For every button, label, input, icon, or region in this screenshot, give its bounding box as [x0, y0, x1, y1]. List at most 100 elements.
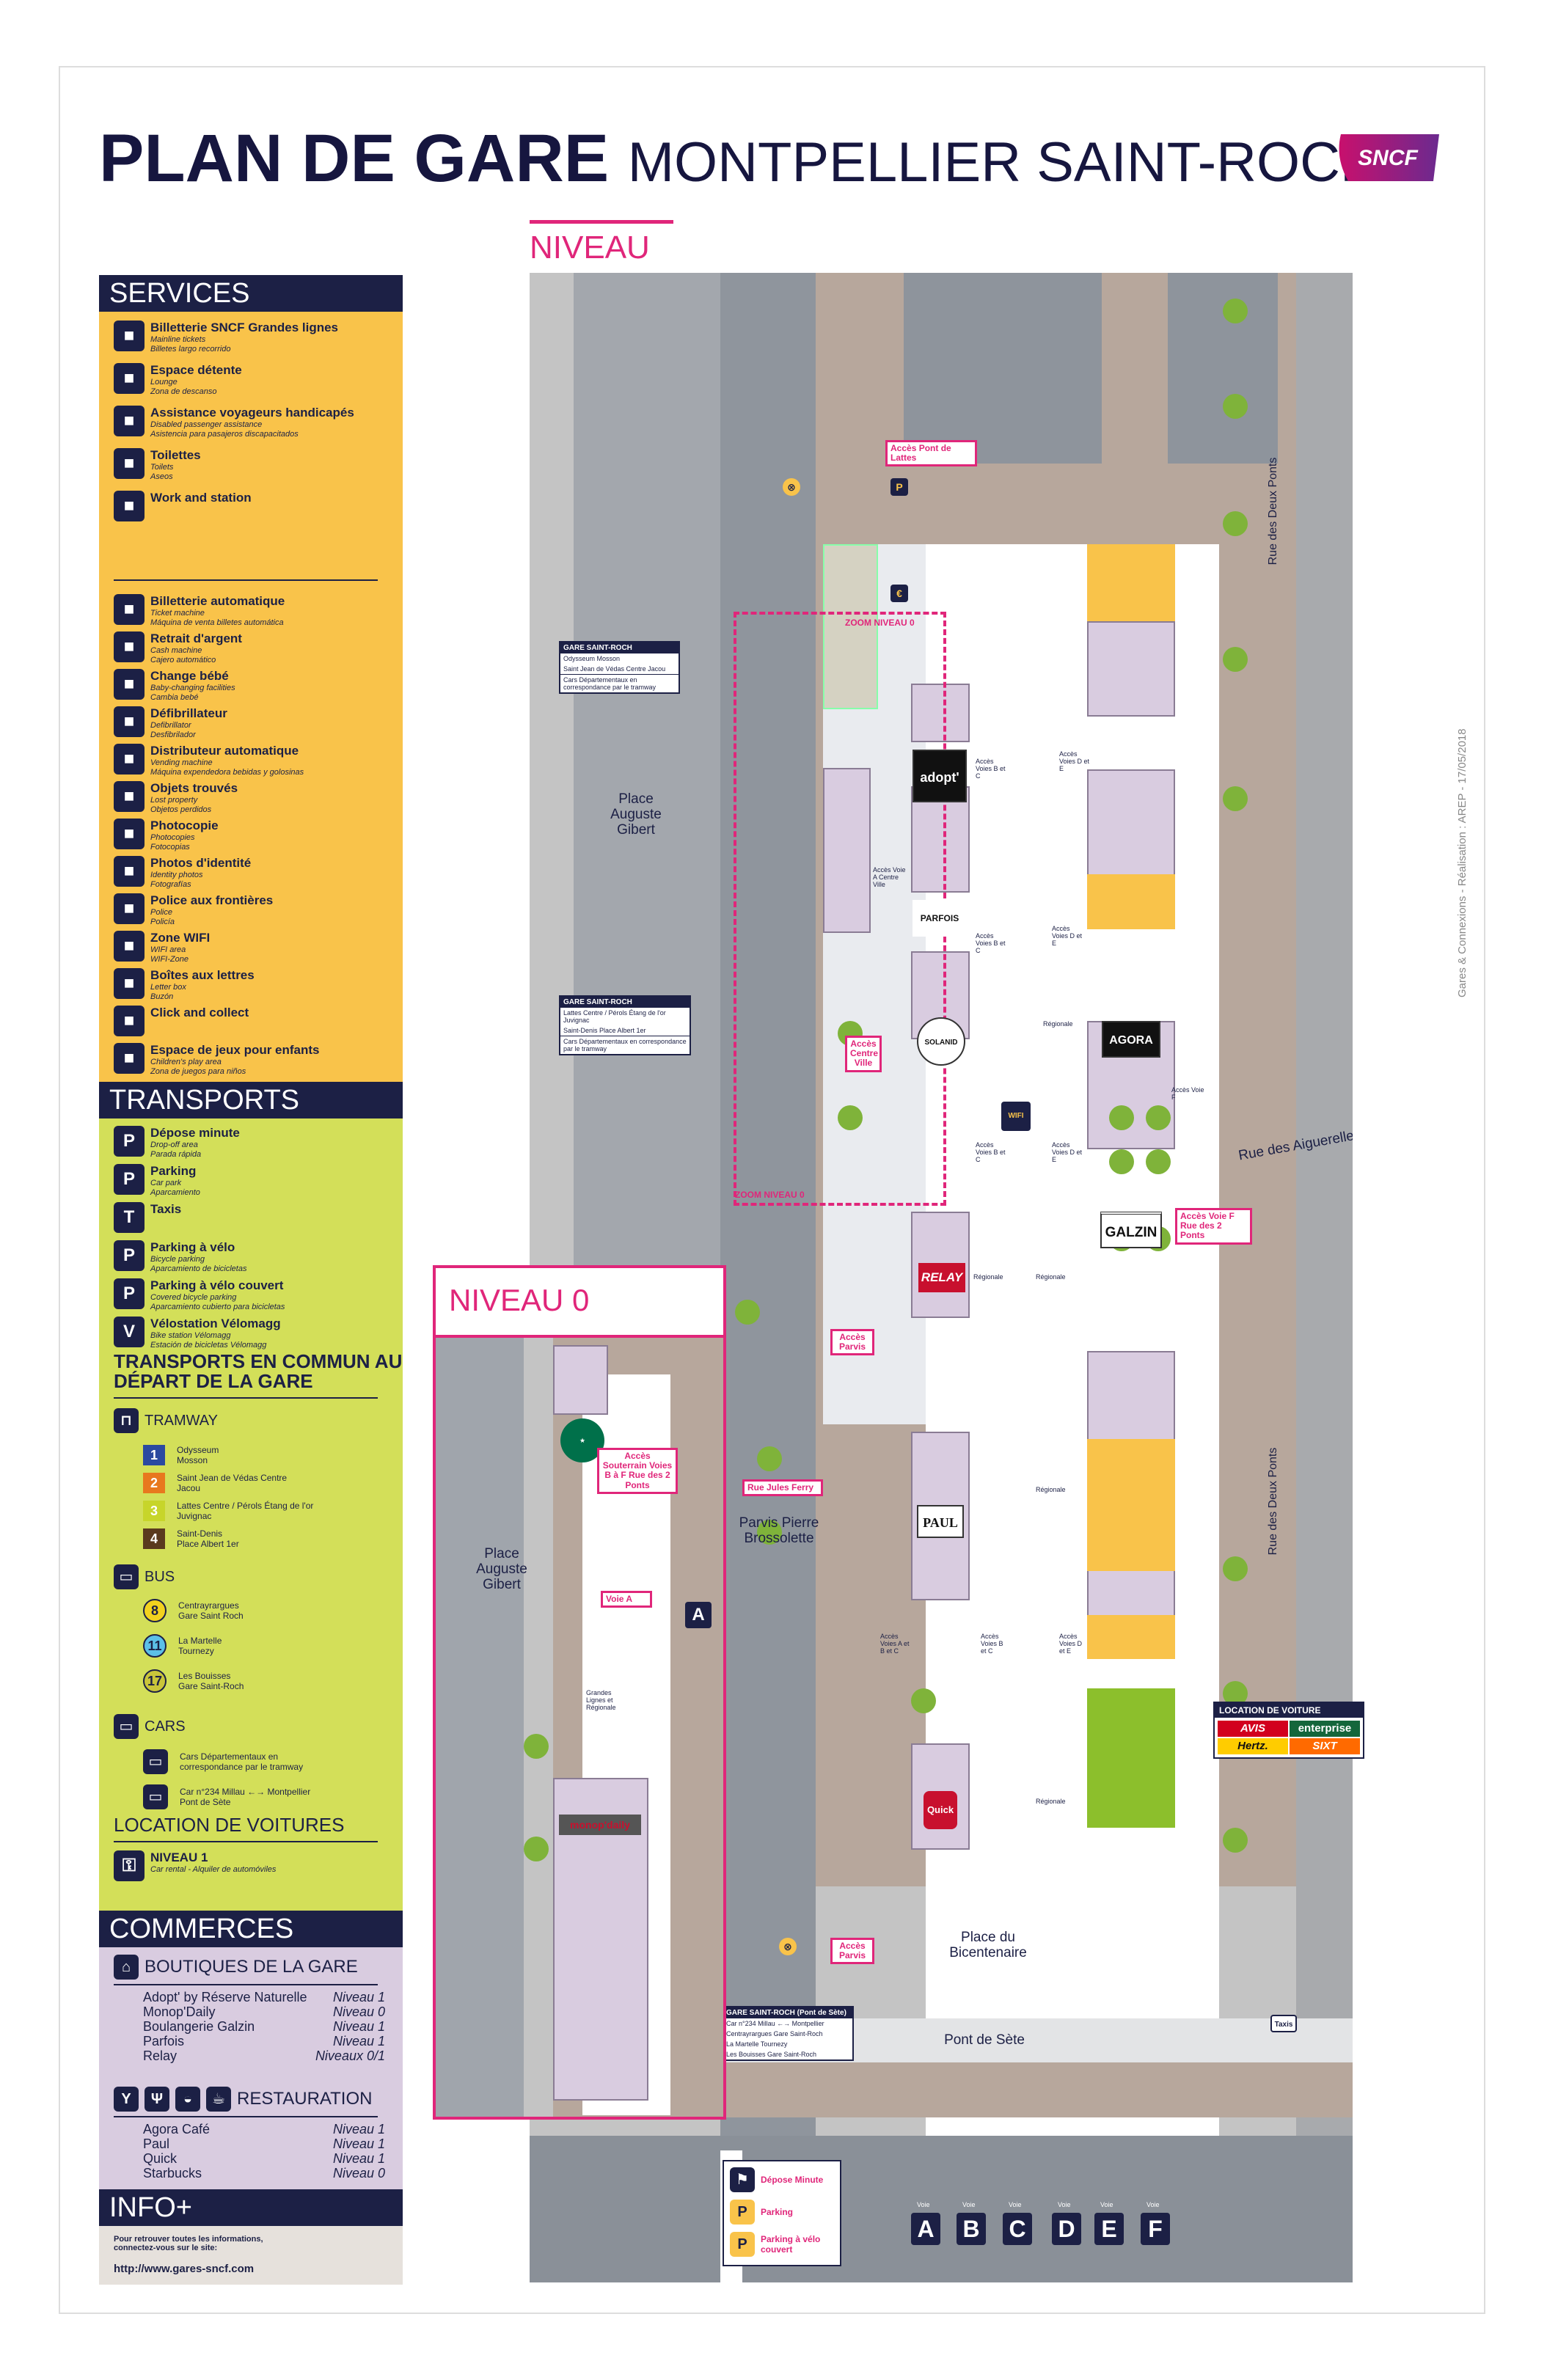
track-d: D	[1052, 2213, 1081, 2245]
wifi-icon: WIFI	[1001, 1102, 1031, 1131]
coffee-icon: ☕	[206, 2087, 231, 2112]
tram-line-badge: 4	[143, 1528, 165, 1549]
cars-heading: ▭CARS	[114, 1714, 186, 1739]
taxi-icon: Taxis	[1270, 2015, 1297, 2032]
service-icon: ■	[114, 363, 145, 394]
rue-deux-ponts-label-2: Rue des Deux Ponts	[1267, 1447, 1279, 1556]
service-icon: ■	[114, 893, 145, 924]
main-concourse	[926, 544, 1219, 2158]
tram-heading: ⊓TRAMWAY	[114, 1408, 218, 1433]
tram-line-badge: 1	[143, 1445, 165, 1465]
callout-voie-a: Voie A	[601, 1591, 652, 1608]
service-icon: ■	[114, 744, 145, 775]
info-url[interactable]: http://www.gares-sncf.com	[114, 2263, 255, 2275]
transports-header: TRANSPORTS	[99, 1082, 403, 1118]
infobox-tram-1: GARE SAINT-ROCH Odysseum Mosson Saint Je…	[559, 641, 680, 694]
callout-centre-ville: Accès Centre Ville	[845, 1036, 882, 1072]
coach-icon: ▭	[114, 1714, 139, 1739]
track-e: E	[1094, 2213, 1124, 2245]
services-items-item: ■Work and station	[114, 491, 252, 521]
track-c: C	[1003, 2213, 1032, 2245]
infobox-tram-2: GARE SAINT-ROCH Lattes Centre / Pérols É…	[559, 995, 691, 1055]
track-b: B	[957, 2213, 986, 2245]
brand-enterprise: enterprise	[1290, 1721, 1360, 1737]
cake-icon: ◒	[175, 2087, 200, 2112]
service-icon: P	[114, 1278, 145, 1309]
bus-heading: ▭BUS	[114, 1564, 175, 1589]
service-icon: ■	[114, 448, 145, 479]
service-icon: P	[114, 1126, 145, 1157]
infobox-pont-sete: GARE SAINT-ROCH (Pont de Sète) Car n°234…	[722, 2006, 854, 2061]
bus-line-badge: 8	[143, 1599, 167, 1622]
rue-deux-ponts-road	[1296, 273, 1353, 2282]
drop-off-icon: ⚑	[730, 2167, 755, 2192]
callout-pont-lattes: Accès Pont de Lattes	[885, 440, 977, 467]
bus-line-badge: 17	[143, 1669, 167, 1693]
sncf-logo: SNCF	[1339, 134, 1439, 181]
svg-text:SNCF: SNCF	[1358, 146, 1418, 170]
bus-icon: ▭	[114, 1564, 139, 1589]
service-icon: T	[114, 1202, 145, 1233]
info-panel: Pour retrouver toutes les informations, …	[99, 2226, 403, 2285]
cocktail-icon: Y	[114, 2087, 139, 2112]
voie-label: Voie	[1058, 2201, 1071, 2208]
track-a-inset: A	[685, 1602, 712, 1628]
service-icon: ■	[114, 594, 145, 625]
callout-voie-f: Accès Voie F Rue des 2 Ponts	[1175, 1208, 1252, 1245]
callout-rue-jules-ferry: Rue Jules Ferry	[742, 1479, 823, 1497]
callout-souterrain: Accès Souterrain Voies B à F Rue des 2 P…	[597, 1448, 678, 1494]
credit-text: Gares & Connexions - Réalisation : AREP …	[1456, 728, 1469, 997]
page-title: PLAN DE GARE MONTPELLIER SAINT-ROCH	[99, 121, 1380, 196]
atm-icon: €	[890, 585, 908, 602]
tracks-bottom	[530, 2136, 1353, 2282]
shop-agora: AGORA	[1102, 1021, 1160, 1058]
brand-hertz: Hertz.	[1218, 1738, 1288, 1754]
voie-label: Voie	[1009, 2201, 1022, 2208]
cutlery-icon: Ψ	[145, 2087, 169, 2112]
service-icon: P	[114, 1164, 145, 1195]
niveau0-inset: NIVEAU 0 ★ monop'daily Accès Souterrain …	[433, 1265, 726, 2120]
shop-parfois: PARFOIS	[913, 900, 967, 937]
car-rental-box: LOCATION DE VOITURE AVIS enterprise Hert…	[1213, 1702, 1364, 1759]
shop-solanid: SOLANID	[917, 1017, 965, 1066]
services-items2-item: ■Click and collect	[114, 1006, 249, 1036]
commerces-header: COMMERCES	[99, 1911, 403, 1947]
place-auguste-gibert: Place Auguste Gibert	[610, 791, 662, 838]
service-icon: ■	[114, 491, 145, 521]
service-block	[1087, 1439, 1175, 1571]
pont-de-sete-label: Pont de Sète	[944, 2032, 1025, 2048]
car-line-badge: ▭	[143, 1749, 168, 1774]
brand-avis: AVIS	[1218, 1721, 1288, 1737]
callout-parvis-2: Accès Parvis	[830, 1938, 874, 1965]
service-icon: ■	[114, 819, 145, 849]
bike-parking-icon: P	[730, 2232, 755, 2257]
voie-label: Voie	[962, 2201, 976, 2208]
service-icon: ■	[114, 669, 145, 700]
service-icon: ■	[114, 706, 145, 737]
service-icon: ■	[114, 1006, 145, 1036]
bike-parking-icon: P	[890, 478, 908, 496]
info-text: Pour retrouver toutes les informations, …	[114, 2235, 263, 2252]
